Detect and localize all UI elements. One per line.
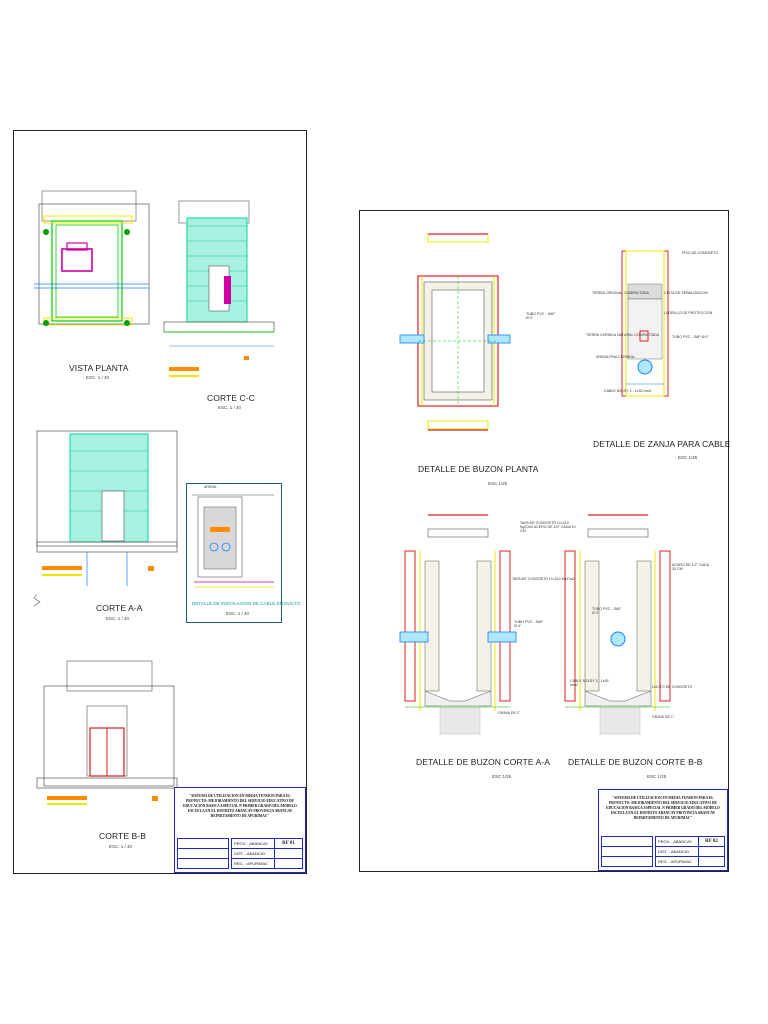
title-block-1-project: "SISTEMA DE UTILIZACION EN MEDIA TENSION… — [183, 794, 297, 818]
zanja-label-8: CABLE N2XSY 3 - 1x35 mm2 — [604, 389, 652, 393]
corte-aa-drawing — [33, 430, 178, 607]
drawing-sheet-1: VISTA PLANTA ESC. 1 / 40 CORTE C-C ESC. … — [13, 130, 307, 874]
buzon-aa-label-3: TUBO PVC - SAP Ø 4" — [514, 620, 543, 628]
buzon-aa-label-2: TAPA DE CONCRETO f'c=210 Kg/Cm2 — [512, 577, 575, 581]
zanja-label-5: TIERRA CERNIDA NATURAL COMPACTADA — [586, 333, 660, 337]
detalle-ducto-scale: ESC. 1 / 40 — [226, 611, 250, 616]
detalle-ducto-top-label: ARENA — [204, 485, 217, 489]
zanja-drawing — [621, 250, 669, 397]
buzon-planta-scale: ESC 1/25 — [488, 481, 508, 486]
corte-aa-title: CORTE A-A — [96, 603, 143, 613]
buzon-planta-tubo-label: TUBO PVC - SAP Ø 4" — [526, 312, 555, 320]
buzon-planta-title: DETALLE DE BUZON PLANTA — [418, 464, 539, 474]
detalle-ducto-frame — [186, 483, 282, 623]
detalle-ducto-title: DETALLE DE INSTALACION DE CABLE EN DUCTO — [192, 601, 301, 606]
vista-planta-drawing — [34, 190, 150, 326]
vista-planta-scale: ESC. 1 / 40 — [86, 375, 110, 380]
buzon-aa-title: DETALLE DE BUZON CORTE A-A — [416, 757, 551, 767]
buzon-aa-scale: ESC 1/25 — [492, 774, 512, 779]
detalle-ducto-drawing — [192, 494, 274, 588]
buzon-planta-drawing — [399, 233, 511, 431]
corte-bb-title: CORTE B-B — [99, 831, 147, 841]
zanja-label-7: ARENA FINA CERNIDA — [596, 355, 635, 359]
corte-cc-title: CORTE C-C — [207, 393, 255, 403]
buzon-bb-label-4: DUCTO DE CONCRETO — [652, 685, 693, 689]
title-block-1-cell — [274, 858, 303, 869]
title-block-2: "SISTEMA DE UTILIZACION EN MEDIA TENSION… — [598, 789, 728, 871]
zanja-label-2: TIERRA ORIGINAL COMPACTADA — [592, 291, 649, 295]
title-block-2-cell — [698, 856, 725, 867]
zanja-label-4: LADRILLO DE PROTECCION — [664, 311, 713, 315]
buzon-bb-label-1: ACERO DE 1/2" CADA 20 CM — [672, 563, 709, 571]
buzon-corte-bb-drawing — [564, 514, 671, 735]
buzon-bb-title: DETALLE DE BUZON CORTE B-B — [568, 757, 703, 767]
drawing-sheet-2: TUBO PVC - SAP Ø 4" DETALLE DE BUZON PLA… — [359, 210, 731, 872]
zanja-label-1: PISO DE CONCRETO — [682, 251, 719, 255]
zanja-scale: ESC 1/25 — [678, 455, 698, 460]
zanja-label-3: CINTA DE SEÑALIZACION — [664, 291, 708, 295]
buzon-bb-label-5: GRAVA DE 1" — [652, 715, 675, 719]
vista-planta-title: VISTA PLANTA — [69, 363, 129, 373]
zanja-label-6: TUBO PVC - SAP Ø 4" — [672, 335, 709, 339]
buzon-bb-label-3: CABLE N2XSY 3 - 1x35 mm2 — [570, 679, 609, 687]
corte-bb-drawing — [36, 660, 178, 805]
buzon-aa-label-1: TAPA DE CONCRETO f'c=210 Kg/Cm2 ACERO DE… — [520, 521, 576, 533]
title-block-1-cell — [177, 858, 229, 869]
zanja-title: DETALLE DE ZANJA PARA CABLE — [593, 439, 731, 449]
title-block-2-project: "SISTEMA DE UTILIZACION EN MEDIA TENSION… — [606, 796, 720, 820]
title-block-1: "SISTEMA DE UTILIZACION EN MEDIA TENSION… — [174, 787, 306, 873]
title-block-2-cell — [601, 856, 653, 867]
title-block-1-reg: REG. : APURIMAC — [231, 858, 275, 869]
buzon-aa-label-4: GRAVA DE 1" — [498, 711, 521, 715]
buzon-bb-scale: ESC 1/25 — [647, 774, 667, 779]
corte-cc-scale: ESC. 1 / 40 — [218, 405, 242, 410]
buzon-corte-aa-drawing — [399, 514, 517, 735]
buzon-bb-label-2: TUBO PVC - SAP Ø 4" — [592, 607, 621, 615]
corte-cc-drawing — [163, 200, 275, 377]
corte-bb-scale: ESC. 1 / 40 — [109, 844, 133, 849]
corte-aa-scale: ESC. 1 / 40 — [106, 616, 130, 621]
title-block-2-reg: REG. : APURIMAC — [655, 856, 699, 867]
